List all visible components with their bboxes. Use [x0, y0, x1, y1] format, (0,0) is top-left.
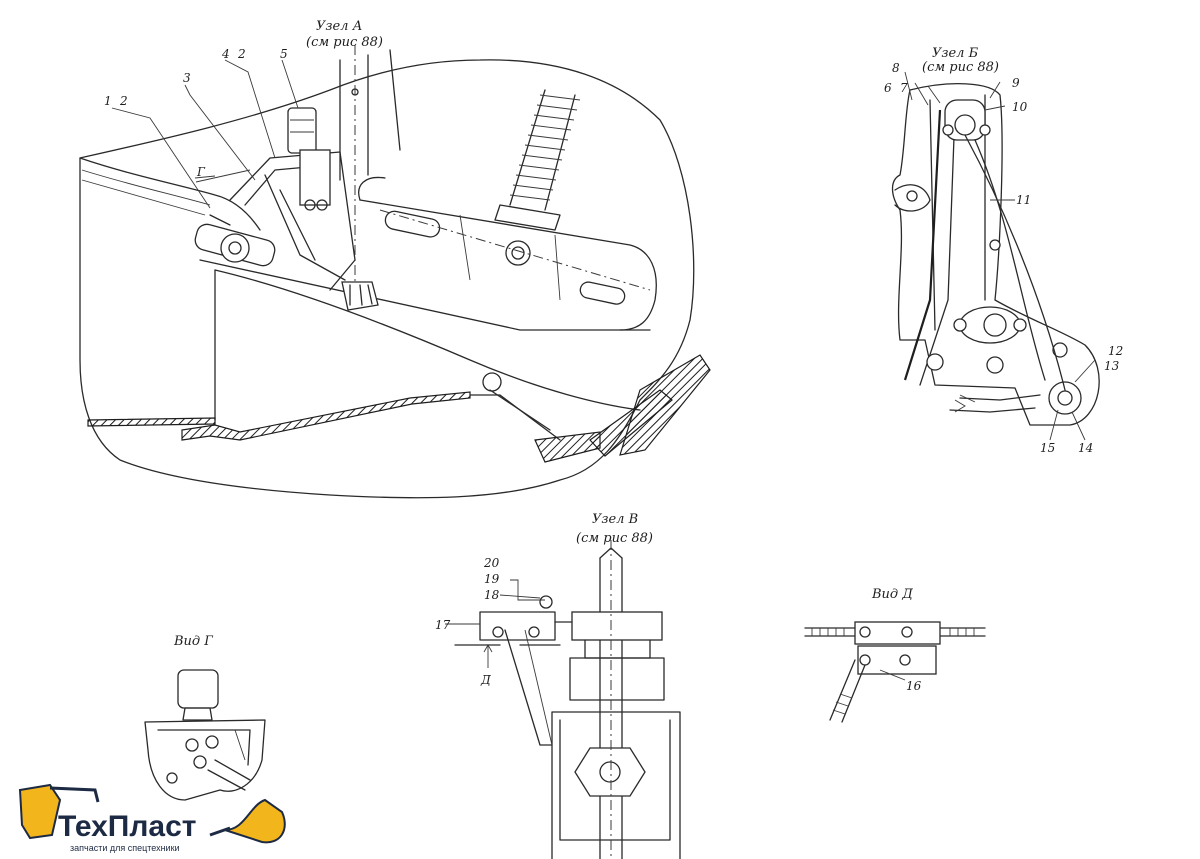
callout-6: 6 [884, 81, 892, 95]
main-assembly-view [79, 45, 711, 499]
excavator-arm-icon [18, 783, 62, 840]
view-d-title: Вид Д [871, 587, 913, 602]
callout-9: 9 [1012, 76, 1020, 90]
callout-20: 20 [483, 556, 500, 570]
callout-12: 12 [1108, 344, 1123, 358]
logo-tagline: запчасти для спецтехники [70, 843, 180, 853]
view-d [804, 621, 986, 723]
view-g-title: Вид Г [173, 634, 213, 649]
callout-13: 13 [1104, 359, 1120, 373]
marker-g: Г [196, 165, 206, 179]
callout-15: 15 [1040, 441, 1055, 455]
node-a-title: Узел А [316, 19, 362, 34]
callout-18: 18 [484, 588, 500, 602]
callout-3: 3 [183, 71, 191, 85]
logo-name: ТехПласт [58, 810, 197, 843]
callout-5: 5 [280, 47, 288, 61]
node-b-view [891, 71, 1100, 441]
callout-14: 14 [1078, 441, 1093, 455]
node-b-ref: (см рис 88) [922, 60, 999, 75]
node-a-ref: (см рис 88) [306, 35, 383, 50]
callout-11: 11 [1016, 193, 1031, 207]
callout-1: 1 [104, 94, 112, 108]
callout-16: 16 [906, 679, 922, 693]
logo: ТехПласт запчасти для спецтехники [18, 783, 286, 853]
callout-19: 19 [484, 572, 500, 586]
node-v-ref: (см рис 88) [576, 531, 653, 546]
callout-17: 17 [435, 618, 451, 632]
callout-4: 4 [221, 47, 230, 61]
callout-2b: 2 [237, 47, 246, 61]
marker-d: Д [480, 673, 491, 687]
callout-2: 2 [119, 94, 128, 108]
view-g [144, 669, 266, 801]
callout-8: 8 [892, 61, 900, 75]
callout-7: 7 [900, 81, 908, 95]
node-v-view [445, 540, 681, 859]
node-v-title: Узел В [592, 512, 638, 527]
callout-10: 10 [1012, 100, 1028, 114]
node-b-title: Узел Б [932, 46, 979, 61]
spring [494, 89, 581, 231]
